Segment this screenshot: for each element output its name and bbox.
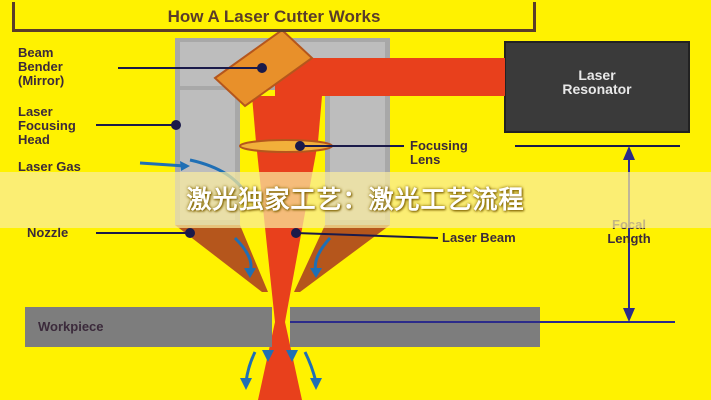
label-workpiece: Workpiece: [38, 319, 104, 334]
label-laser-beam: Laser Beam: [442, 230, 516, 245]
label-nozzle: Nozzle: [27, 225, 69, 240]
caption-banner: [0, 172, 711, 228]
workpiece-left: [25, 307, 272, 347]
diagram-title: How A Laser Cutter Works: [167, 7, 381, 26]
beam-below-workpiece: [258, 322, 302, 400]
laser-resonator-box: [504, 41, 690, 133]
nozzle-left: [175, 225, 268, 292]
label-focusing-head: Laser Focusing Head: [18, 104, 76, 147]
nozzle-right: [294, 225, 390, 292]
title-frame: [12, 2, 536, 32]
caption-text: 激光独家工艺：激光工艺流程: [186, 185, 525, 214]
horizontal-laser-beam: [275, 58, 505, 96]
label-beam-bender: Beam Bender (Mirror): [18, 45, 65, 88]
label-leader-lines: [96, 67, 680, 239]
label-laser-gas: Laser Gas: [18, 159, 81, 174]
workpiece-right: [290, 307, 540, 347]
label-focusing-lens: Focusing Lens: [410, 138, 468, 167]
label-laser-resonator: Laser Resonator: [562, 67, 632, 97]
leader-dots: [171, 63, 305, 238]
